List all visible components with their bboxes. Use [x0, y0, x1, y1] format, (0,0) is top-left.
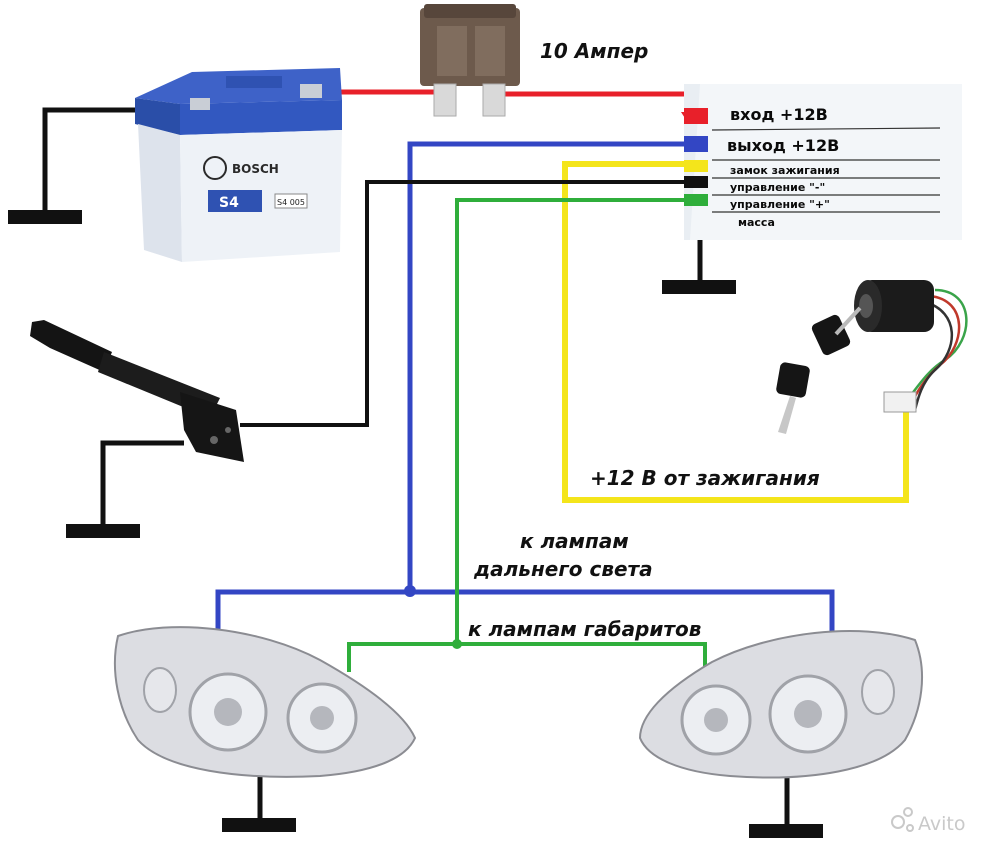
wire-control-minus	[240, 180, 690, 427]
ignition-switch-icon	[776, 280, 968, 434]
high-beam-label-line1: к лампам	[520, 529, 629, 553]
wire-ignition	[562, 161, 909, 503]
module-terminal-output: выход +12В	[727, 136, 839, 155]
wire-parking-bus	[347, 642, 707, 680]
parking-lights-label: к лампам габаритов	[468, 617, 701, 641]
wire-power-in-fused	[500, 91, 693, 118]
module-terminal-input: вход +12В	[730, 105, 828, 124]
module-terminal-control-plus: управление "+"	[730, 198, 830, 211]
fuse-label: 10 Ампер	[540, 39, 648, 63]
module-terminal-control-minus: управление "-"	[730, 181, 825, 194]
wire-high-beam	[407, 141, 690, 592]
wire-parking	[455, 198, 690, 644]
battery-model: S4	[219, 195, 239, 211]
watermark-logo: Avito	[891, 807, 965, 835]
left-headlight-icon	[113, 626, 417, 778]
junction-parking	[452, 639, 462, 649]
watermark-text: Avito	[918, 813, 965, 835]
ground-right-headlight	[749, 770, 823, 838]
battery-brand: BOSCH	[232, 162, 279, 176]
battery-icon: BOSCH S4 S4 005	[135, 68, 342, 262]
battery-code: S4 005	[277, 198, 305, 207]
module-terminal-ground: масса	[738, 216, 775, 229]
handbrake-icon	[30, 320, 244, 462]
ground-left-headlight	[222, 770, 296, 832]
ground-module	[662, 236, 736, 294]
control-module: вход +12В выход +12В замок зажигания упр…	[684, 84, 962, 240]
wire-high-beam-bus	[215, 589, 835, 646]
right-headlight-icon	[638, 630, 924, 779]
junction-high-beam	[404, 585, 416, 597]
high-beam-label-line2: дальнего света	[473, 557, 653, 581]
module-terminal-ignition: замок зажигания	[730, 164, 840, 177]
fuse-icon	[420, 4, 520, 117]
ignition-feed-label: +12 В от зажигания	[590, 466, 820, 490]
ground-handbrake	[66, 440, 184, 538]
